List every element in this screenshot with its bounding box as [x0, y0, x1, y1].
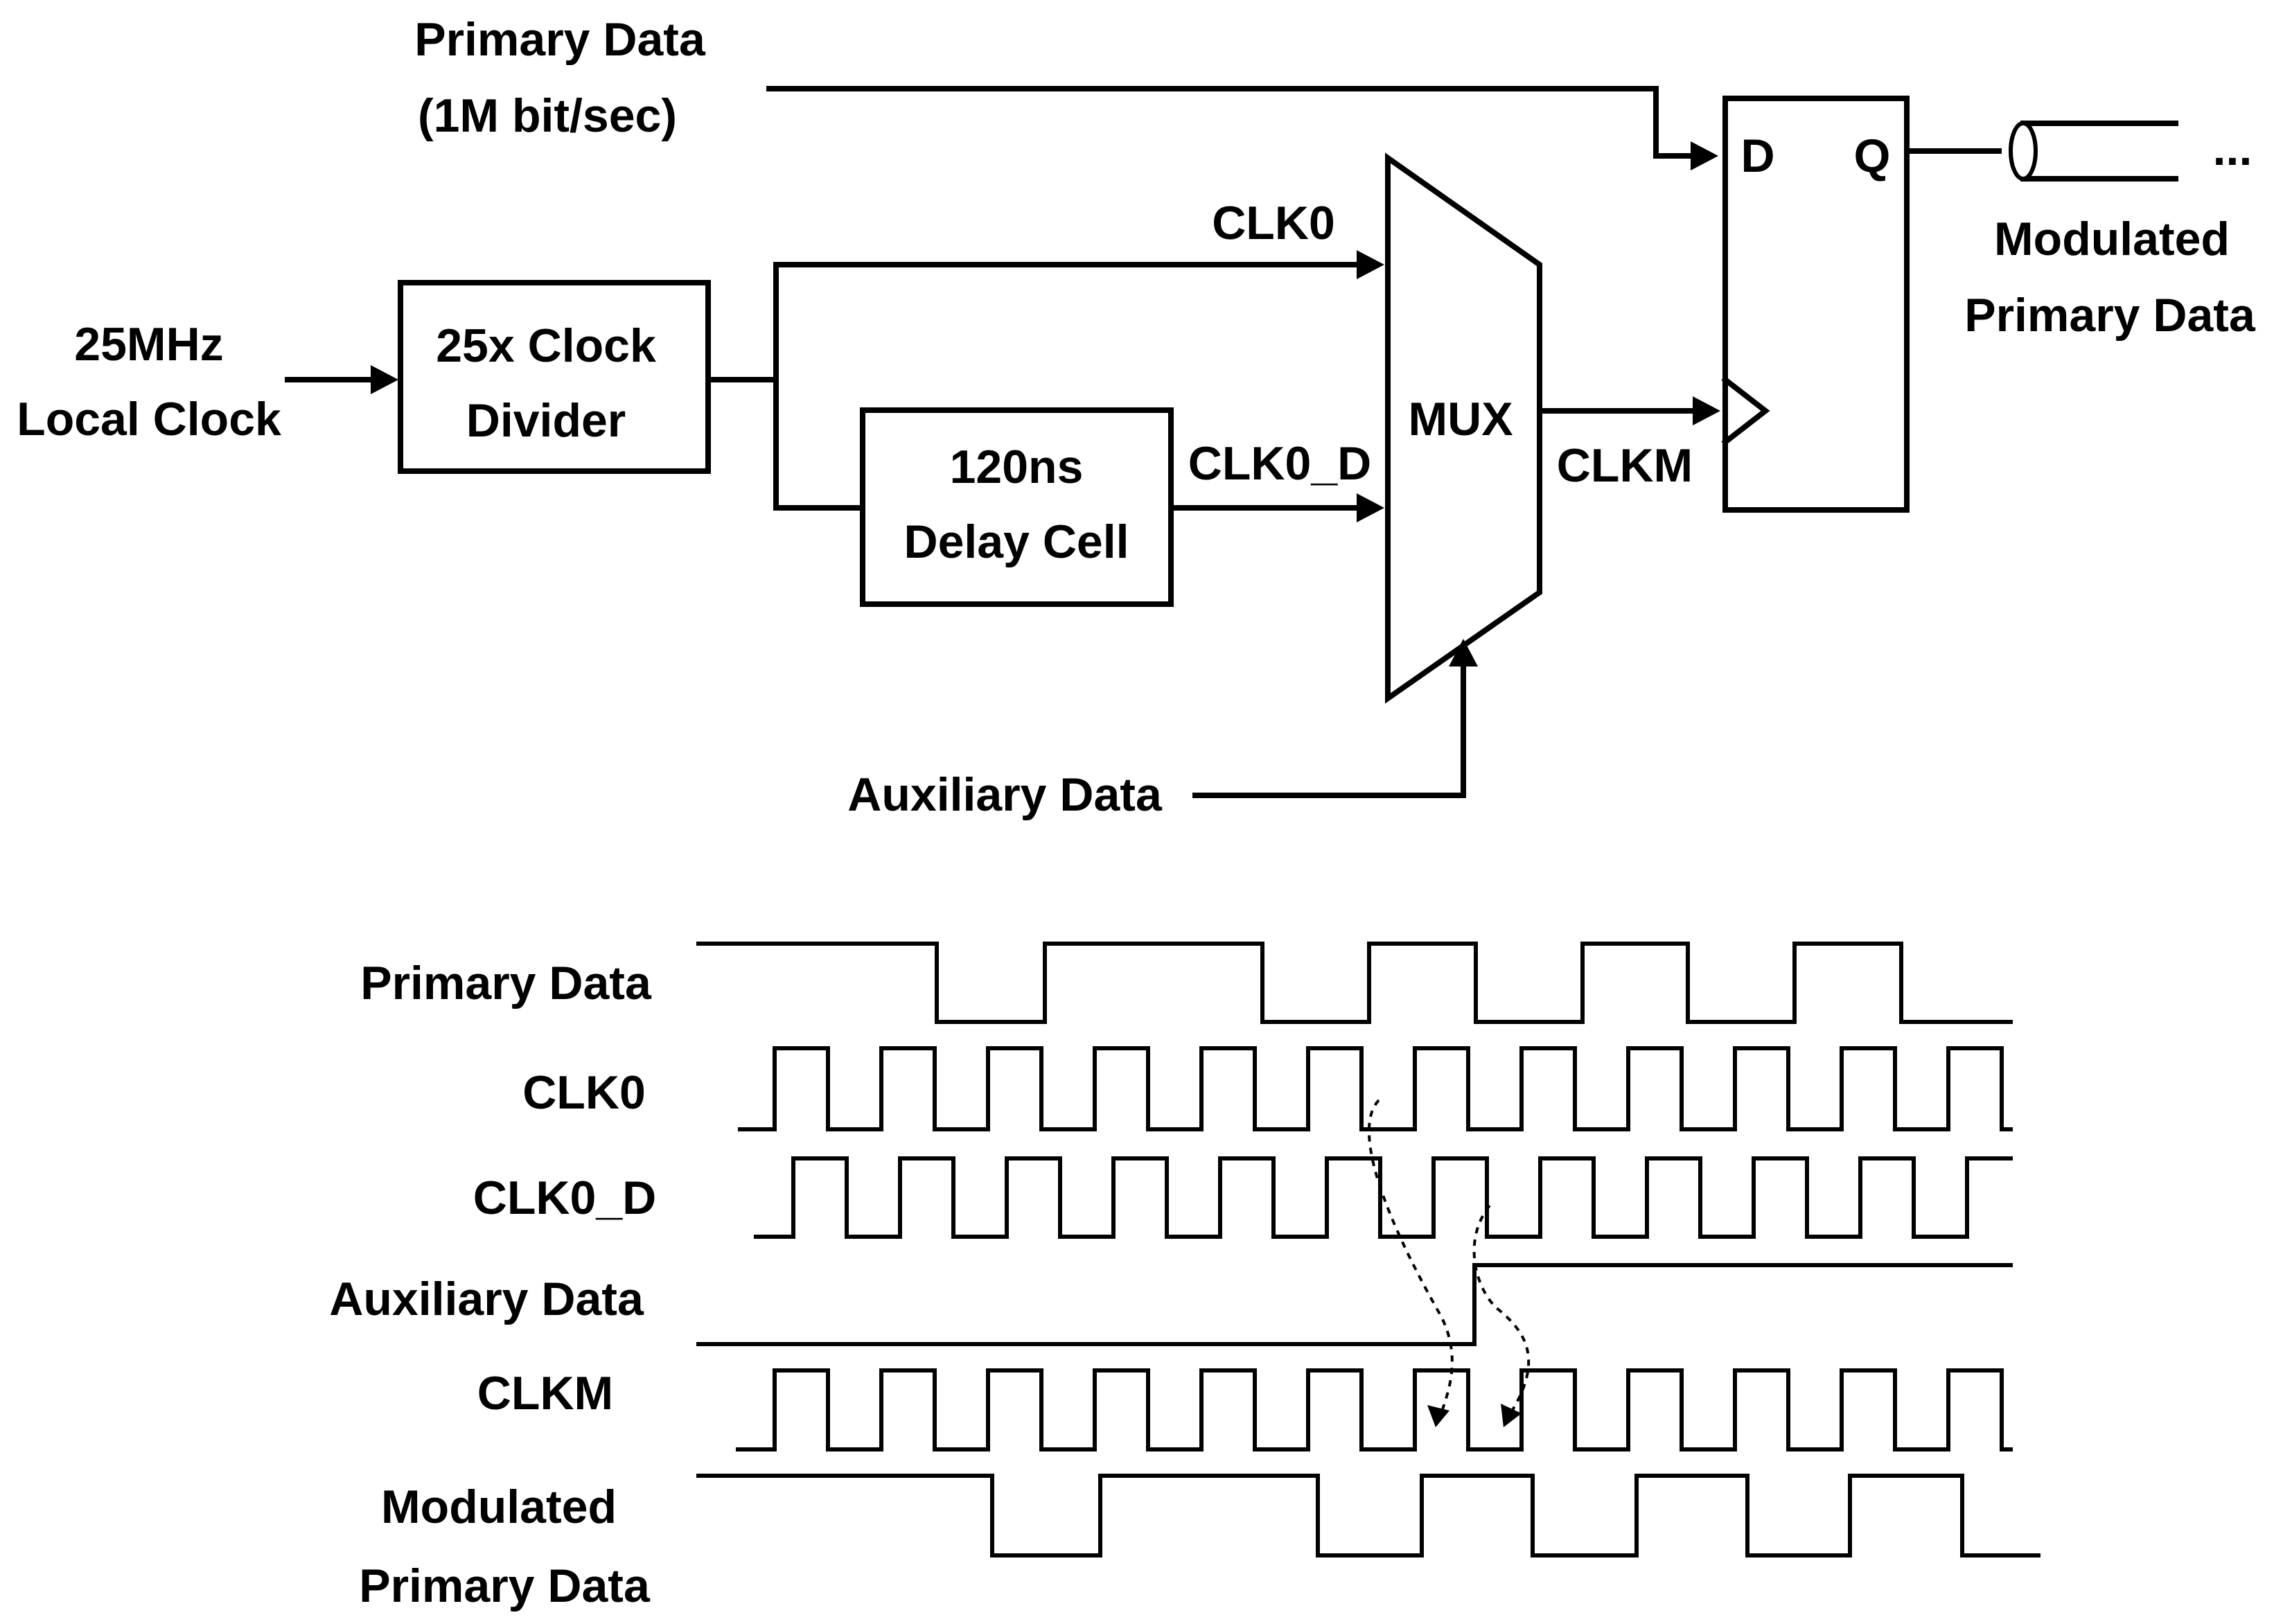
timing-label-primary-data: Primary Data [360, 957, 652, 1009]
primary-data-wire [766, 86, 1700, 159]
clock-divider-label-line1: 25x Clock [436, 319, 656, 372]
primary-data-label-line2: (1M bit/sec) [418, 89, 677, 142]
clk0-arrowhead [1357, 250, 1384, 279]
auxiliary-data-label: Auxiliary Data [847, 768, 1163, 821]
cable-icon [2009, 121, 2178, 182]
dashed-arrowhead-1 [1427, 1405, 1449, 1427]
timing-label-modulated-line2: Primary Data [359, 1560, 651, 1612]
modulated-output-label-line1: Modulated [1994, 213, 2230, 265]
output-ellipsis: ... [2213, 123, 2253, 175]
clkm-label: CLKM [1557, 439, 1693, 492]
waveform-clk0 [738, 1046, 2013, 1131]
local-clock-label-line2: Local Clock [17, 393, 281, 445]
modulated-output-label-line2: Primary Data [1964, 289, 2256, 342]
delay-cell-label-line2: Delay Cell [903, 515, 1129, 568]
divider-input-arrowhead [371, 365, 398, 394]
delay-cell-block [860, 407, 1174, 607]
timing-diagram: Primary Data CLK0 CLK0_D Auxiliary Data … [329, 942, 2040, 1612]
mux-label: MUX [1408, 393, 1513, 445]
ff-d-label: D [1740, 130, 1774, 182]
ff-clock-triangle [1721, 376, 1770, 446]
primary-data-label-line1: Primary Data [414, 13, 706, 66]
timing-label-clk0: CLK0 [522, 1066, 646, 1119]
clk0-d-label: CLK0_D [1188, 437, 1372, 490]
timing-label-clk0-d: CLK0_D [473, 1172, 657, 1224]
delay-cell-label-line1: 120ns [950, 441, 1084, 493]
mux-block [1385, 152, 1542, 704]
clk0-d-arrowhead [1357, 493, 1384, 522]
d-flip-flop-block [1722, 96, 1910, 513]
auxiliary-data-wire [1192, 662, 1466, 798]
waveform-clkm [736, 1368, 2013, 1451]
ff-q-label: Q [1854, 130, 1891, 182]
clk0-label: CLK0 [1212, 197, 1335, 249]
timing-label-clkm: CLKM [477, 1367, 613, 1420]
clkm-arrowhead [1693, 396, 1720, 425]
local-clock-label-line1: 25MHz [74, 318, 223, 371]
dashed-arrow-clk0-to-clkm [1368, 1099, 1454, 1414]
waveform-primary-data [696, 942, 2013, 1024]
timing-label-modulated-line1: Modulated [381, 1481, 617, 1533]
timing-label-auxiliary-data: Auxiliary Data [329, 1273, 644, 1325]
waveform-auxiliary-data [696, 1263, 2013, 1346]
clock-divider-label-line2: Divider [466, 394, 626, 447]
mux-select-arrowhead [1449, 639, 1478, 667]
dashed-arrowhead-2 [1501, 1404, 1522, 1427]
dashed-arrow-clk0d-to-clkm [1472, 1204, 1531, 1415]
waveform-modulated-primary-data [696, 1474, 2040, 1557]
d-input-arrowhead [1691, 141, 1718, 170]
waveform-clk0-d [754, 1156, 2013, 1239]
block-diagram: Primary Data (1M bit/sec) 25MHz Local Cl… [17, 13, 2256, 821]
